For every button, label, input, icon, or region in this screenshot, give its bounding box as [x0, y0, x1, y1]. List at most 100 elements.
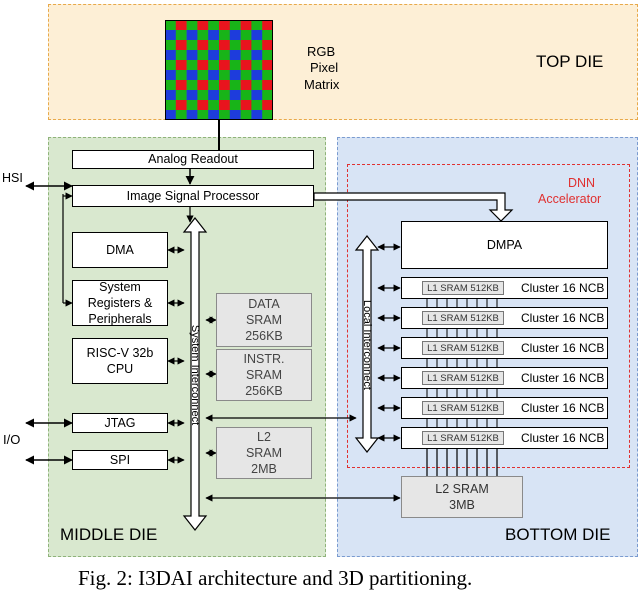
pixel-cell [197, 30, 209, 41]
pixel-cell [251, 80, 263, 91]
dmpa-block: DMPA [401, 221, 608, 269]
pixel-cell [175, 30, 187, 41]
pixel-cell [208, 110, 220, 120]
pixel-cell [165, 30, 177, 41]
pixel-cell [251, 20, 263, 31]
local-interconnect-label: Local Interconnect [361, 300, 373, 390]
l2-mid-line2: SRAM [245, 445, 283, 460]
pixel-cell [186, 60, 198, 71]
ncb-row: L1 SRAM 512KB Cluster 16 NCB [401, 427, 608, 449]
pixel-cell [219, 80, 231, 91]
rgb-pixel-matrix [165, 20, 273, 120]
pixel-cell [219, 40, 231, 51]
pixel-cell [175, 40, 187, 51]
pixel-cell [229, 100, 241, 111]
pixel-cell [262, 70, 273, 81]
pixel-cell [240, 50, 252, 61]
pixel-cell [229, 40, 241, 51]
hsi-label: HSI [2, 171, 23, 185]
bottom-die-label: BOTTOM DIE [505, 525, 611, 544]
pixel-cell [251, 40, 263, 51]
pixel-cell [186, 50, 198, 61]
dma-block: DMA [72, 232, 168, 268]
pixel-cell [219, 30, 231, 41]
pixel-cell [208, 60, 220, 71]
l1-sram-label: L1 SRAM 512KB [422, 281, 504, 295]
pixel-cell [165, 50, 177, 61]
pixel-cell [240, 30, 252, 41]
pixel-cell [197, 110, 209, 120]
pixel-cell [197, 80, 209, 91]
l1-sram-label: L1 SRAM 512KB [422, 431, 504, 445]
pixel-cell [229, 30, 241, 41]
image-signal-processor-block: Image Signal Processor [72, 185, 314, 207]
pixel-cell [186, 40, 198, 51]
pixel-cell [251, 30, 263, 41]
pixel-cell [262, 20, 273, 31]
pixel-cell [240, 80, 252, 91]
pixel-cell [240, 110, 252, 120]
pixel-cell [197, 60, 209, 71]
cluster-ncb-label: Cluster 16 NCB [521, 341, 605, 355]
pixel-cell [251, 100, 263, 111]
pixel-cell [219, 100, 231, 111]
pixel-cell [186, 80, 198, 91]
pixel-cell [240, 90, 252, 101]
jtag-block: JTAG [72, 413, 168, 433]
pixel-cell [165, 110, 177, 120]
cluster-ncb-label: Cluster 16 NCB [521, 311, 605, 325]
pixel-cell [186, 90, 198, 101]
middle-die-label: MIDDLE DIE [60, 525, 158, 544]
l1-sram-label: L1 SRAM 512KB [422, 371, 504, 385]
instr-sram-block: INSTR. SRAM 256KB [216, 349, 312, 401]
pixel-cell [229, 110, 241, 120]
dnn-accelerator-region [347, 164, 630, 468]
pixel-cell [262, 100, 273, 111]
pixel-cell [262, 110, 273, 120]
pixel-cell [175, 80, 187, 91]
pixel-cell [240, 40, 252, 51]
pixel-cell [186, 100, 198, 111]
spi-block: SPI [72, 450, 168, 470]
pixel-cell [229, 50, 241, 61]
l2-sram-middle-block: L2 SRAM 2MB [216, 427, 312, 479]
cpu-line1: RISC-V 32b [86, 345, 154, 360]
pixel-cell [219, 60, 231, 71]
system-interconnect-label: System Interconnect [189, 324, 201, 426]
dnn-label-line2: Accelerator [538, 192, 602, 206]
pixel-cell [208, 100, 220, 111]
pixel-cell [229, 70, 241, 81]
pixel-cell [165, 20, 177, 31]
pixel-cell [251, 90, 263, 101]
pixel-label-pixel: Pixel [310, 60, 339, 75]
l2-mid-line3: 2MB [251, 462, 277, 477]
pixel-cell [165, 60, 177, 71]
instr-sram-line1: INSTR. [243, 351, 285, 366]
dnn-label-line1: DNN [568, 176, 596, 190]
io-label: I/O [3, 432, 21, 447]
pixel-label-rgb: RGB [307, 44, 336, 59]
cluster-ncb-label: Cluster 16 NCB [521, 401, 605, 415]
instr-sram-line2: SRAM [245, 367, 283, 382]
figure-caption: Fig. 2: I3DAI architecture and 3D partit… [78, 566, 473, 590]
l2-bottom-line2: 3MB [449, 498, 475, 512]
pixel-cell [208, 70, 220, 81]
cluster-ncb-label: Cluster 16 NCB [521, 371, 605, 385]
pixel-cell [251, 60, 263, 71]
pixel-cell [208, 90, 220, 101]
pixel-cell [165, 40, 177, 51]
pixel-cell [165, 70, 177, 81]
pixel-cell [240, 20, 252, 31]
pixel-cell [175, 20, 187, 31]
pixel-cell [262, 60, 273, 71]
pixel-cell [229, 60, 241, 71]
l2-sram-bottom-block: L2 SRAM 3MB [401, 476, 523, 518]
pixel-cell [251, 110, 263, 120]
pixel-cell [175, 70, 187, 81]
ncb-row: L1 SRAM 512KB Cluster 16 NCB [401, 367, 608, 389]
cluster-ncb-label: Cluster 16 NCB [521, 431, 605, 445]
data-sram-block: DATA SRAM 256KB [216, 293, 312, 347]
